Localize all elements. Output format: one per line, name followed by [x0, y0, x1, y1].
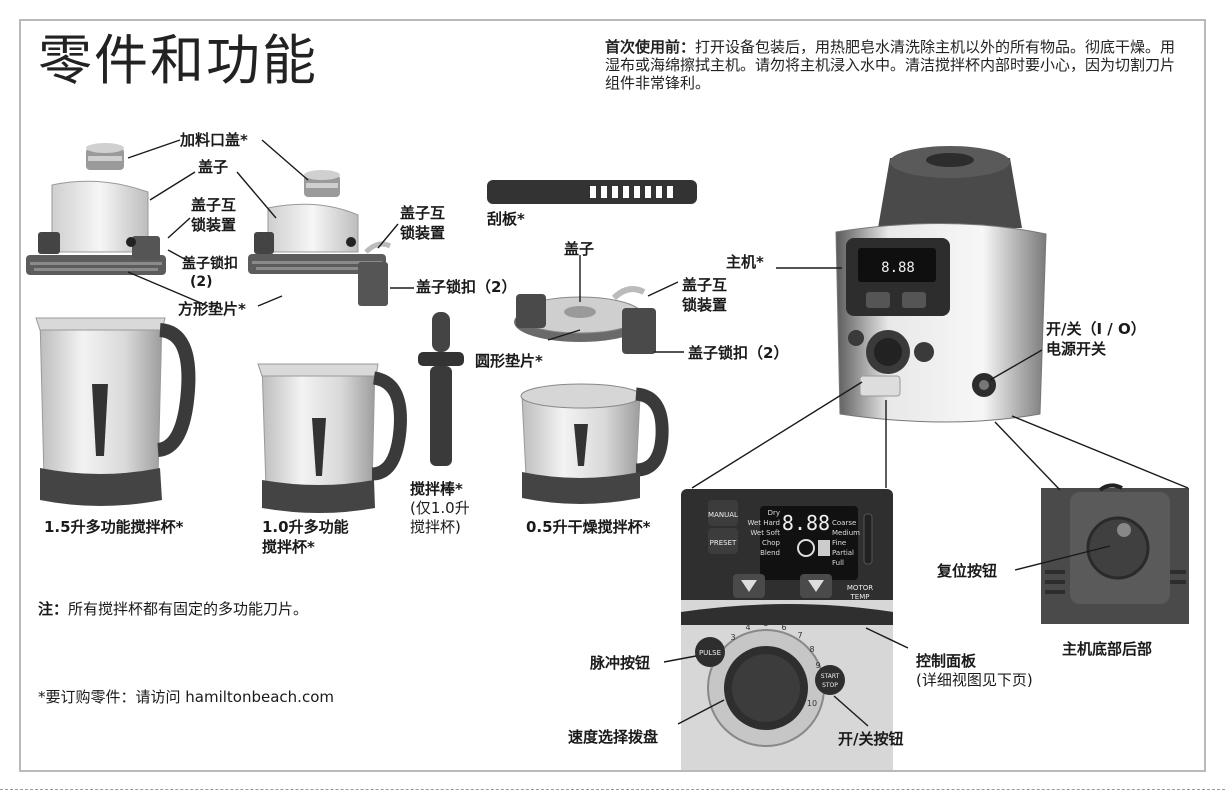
label-reset-button: 复位按钮 — [937, 562, 998, 580]
feed-cap-mid — [304, 170, 340, 197]
label-control-panel-2: (详细视图见下页) — [916, 671, 1033, 689]
mode-medium: Medium — [832, 529, 860, 537]
base-display-digits: 8.88 — [881, 260, 915, 276]
label-lid-latch-right: 盖子锁扣（2） — [688, 344, 789, 362]
label-power-switch-1: 开/关（I / O） — [1046, 320, 1146, 338]
label-jar-1-5l: 1.5升多功能搅拌杯* — [44, 518, 184, 536]
start-label: START — [821, 673, 840, 680]
note-order-parts: *要订购零件：请访问 hamiltonbeach.com — [38, 688, 334, 706]
dial-num-10: 10 — [807, 699, 817, 708]
dial-num-9: 9 — [815, 661, 820, 670]
preset-button-label: PRESET — [710, 539, 737, 547]
label-lid-left: 盖子 — [198, 158, 229, 176]
note-blades-text: 所有搅拌杯都有固定的多功能刀片。 — [68, 600, 309, 618]
dial-num-7: 7 — [797, 631, 802, 640]
dial-num-3: 3 — [730, 633, 735, 642]
label-power-switch-2: 电源开关 — [1046, 340, 1107, 358]
jar-1-0l — [257, 363, 407, 513]
stop-label: STOP — [822, 682, 838, 689]
blender-base: 8.88 — [835, 146, 1047, 423]
tamper — [418, 312, 464, 466]
feed-cap-left — [86, 143, 124, 170]
leader-lines — [127, 139, 1189, 727]
label-tamper-2: (仅1.0升 — [410, 499, 470, 517]
jar-0-5l — [520, 383, 669, 504]
mode-wet-soft: Wet Soft — [750, 529, 780, 537]
intro-paragraph: 首次使用前：打开设备包装后，用热肥皂水清洗除主机以外的所有物品。彻底干燥。用湿布… — [605, 38, 1180, 92]
label-lid-lock-left-1: 盖子互 — [191, 196, 237, 214]
pulse-button-label: PULSE — [699, 649, 721, 657]
panel-display-digits: 8.88 — [782, 511, 830, 535]
mode-wet-hard: Wet Hard — [747, 519, 780, 527]
label-speed-dial: 速度选择拨盘 — [568, 728, 659, 746]
label-lid-lock-right-2: 锁装置 — [682, 296, 728, 314]
mode-chop: Chop — [762, 539, 781, 547]
motor-temp-label-2: TEMP — [850, 593, 870, 601]
label-lid-latch-left-2: (2) — [190, 274, 213, 290]
label-base: 主机* — [726, 253, 764, 271]
label-feed-cap: 加料口盖* — [180, 131, 248, 149]
intro-text: 打开设备包装后，用热肥皂水清洗除主机以外的所有物品。彻底干燥。用湿布或海绵擦拭主… — [605, 38, 1176, 92]
mode-dry: Dry — [768, 509, 780, 517]
dial-num-8: 8 — [809, 645, 814, 654]
label-lid-latch-mid: 盖子锁扣（2） — [416, 278, 517, 296]
note-blades-bold: 注： — [38, 600, 69, 618]
label-lid-lock-mid-1: 盖子互 — [400, 204, 446, 222]
label-jar-1-0l-2: 搅拌杯* — [262, 538, 315, 556]
label-round-gasket: 圆形垫片* — [475, 352, 543, 370]
mode-fine: Fine — [832, 539, 846, 547]
mode-full: Full — [832, 559, 844, 567]
label-lid-latch-left-1: 盖子锁扣 — [182, 256, 238, 272]
label-pulse-button: 脉冲按钮 — [590, 654, 651, 672]
page-frame — [19, 19, 1206, 772]
control-panel-detail: MANUAL PRESET 8.88 Dry Wet Hard Wet Soft… — [681, 489, 893, 770]
note-blades: 注：所有搅拌杯都有固定的多功能刀片。 — [38, 600, 308, 618]
label-square-gasket: 方形垫片* — [178, 300, 246, 318]
label-jar-0-5l: 0.5升干燥搅拌杯* — [526, 518, 651, 536]
jar-1-5l — [35, 317, 196, 506]
bottom-divider — [0, 789, 1225, 790]
mode-coarse: Coarse — [832, 519, 856, 527]
label-tamper-3: 搅拌杯) — [410, 518, 461, 536]
scraper-tool — [487, 180, 697, 204]
label-base-rear: 主机底部后部 — [1062, 640, 1153, 658]
dial-num-6: 6 — [781, 623, 786, 632]
mode-blend: Blend — [760, 549, 780, 557]
label-scraper: 刮板* — [487, 210, 525, 228]
page-title: 零件和功能 — [38, 29, 318, 92]
label-start-stop: 开/关按钮 — [838, 730, 904, 748]
square-lid-left — [26, 180, 166, 275]
label-lid-lock-mid-2: 锁装置 — [400, 224, 446, 242]
label-control-panel-1: 控制面板 — [916, 652, 977, 670]
dial-num-5: 5 — [763, 619, 768, 628]
mode-partial: Partial — [832, 549, 854, 557]
motor-temp-label-1: MOTOR — [847, 584, 873, 592]
dial-num-4: 4 — [745, 623, 750, 632]
base-rear-detail — [1041, 483, 1189, 624]
intro-bold: 首次使用前： — [605, 38, 696, 56]
label-lid-lock-right-1: 盖子互 — [682, 276, 728, 294]
label-jar-1-0l-1: 1.0升多功能 — [262, 518, 349, 536]
round-lid — [514, 286, 656, 354]
label-lid-right: 盖子 — [564, 240, 595, 258]
label-tamper-1: 搅拌棒* — [410, 480, 463, 498]
label-lid-lock-left-2: 锁装置 — [191, 216, 237, 234]
manual-button-label: MANUAL — [708, 511, 738, 519]
square-lid-mid — [248, 203, 392, 306]
